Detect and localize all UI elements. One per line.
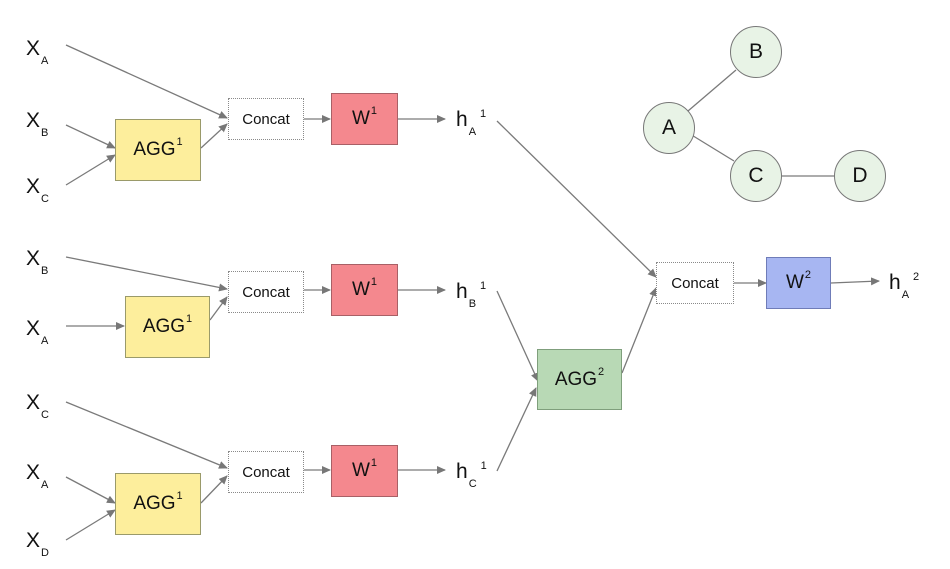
node-label: D (852, 164, 868, 187)
concat-box-r2: Concat (228, 271, 304, 313)
input-base: X (26, 247, 41, 270)
agg2-label: AGG (554, 368, 598, 390)
output2-base: h (889, 271, 901, 294)
input-base: X (26, 317, 41, 340)
output-base: h (456, 280, 468, 303)
input-x-a-r1: XA (26, 37, 48, 67)
input-sub: B (41, 127, 49, 139)
w-superscript: 1 (370, 457, 378, 469)
graph-node-d: D (834, 150, 886, 202)
arrow-ha1-concat2 (496, 120, 657, 278)
arrow-xc-agg-r1 (65, 154, 116, 186)
w-superscript: 1 (370, 276, 378, 288)
output-sub: A (468, 126, 477, 138)
concat-label: Concat (242, 463, 290, 481)
concat-box-r1: Concat (228, 98, 304, 140)
w-label: W (351, 279, 370, 300)
arrow-w2-h2 (830, 277, 880, 286)
input-base: X (26, 109, 41, 132)
graph-node-a: A (643, 102, 695, 154)
input-sub: C (41, 193, 49, 205)
output-sup: 1 (480, 280, 487, 292)
output-base: h (456, 108, 468, 131)
input-x-b-r2: XB (26, 247, 48, 277)
input-x-a-r2: XA (26, 317, 48, 347)
w-label: W (351, 108, 370, 129)
output2-sub: A (901, 289, 910, 301)
input-sub: A (41, 335, 49, 347)
output-base: h (456, 460, 468, 483)
arrow-xd-agg-r3 (65, 509, 116, 541)
agg2-superscript: 2 (598, 365, 605, 378)
arrow-agg2-concat2 (621, 287, 657, 374)
input-x-c-r1: XC (26, 175, 49, 205)
arrow-agg-concat-r1 (200, 123, 228, 149)
agg-superscript: 1 (176, 490, 183, 502)
agg-superscript: 1 (186, 313, 193, 325)
arrow-hc1-agg2 (496, 387, 537, 472)
agg-label: AGG (133, 493, 176, 514)
concat-label: Concat (242, 110, 290, 128)
w2-superscript: 2 (804, 269, 812, 281)
node-label: B (748, 40, 763, 63)
input-base: X (26, 37, 41, 60)
graph-edge-a-b (687, 69, 737, 112)
node-label: A (661, 116, 676, 139)
input-sub: C (41, 409, 49, 421)
input-base: X (26, 391, 41, 414)
output-h-a-1: hA1 (456, 108, 487, 138)
w-superscript: 1 (370, 105, 378, 117)
arrow-xc-concat-r3 (65, 401, 228, 469)
input-base: X (26, 175, 41, 198)
arrow-xa-concat-r1 (65, 44, 228, 119)
input-sub: A (41, 55, 49, 67)
concat2-label: Concat (671, 274, 719, 292)
concat-box-r3: Concat (228, 451, 304, 493)
arrow-xb-concat-r2 (65, 256, 228, 292)
w-label: W (351, 460, 370, 481)
graph-edge-a-c (689, 133, 735, 162)
arrow-xb-agg-r1 (65, 124, 116, 149)
arrow-agg-concat-r2 (209, 296, 228, 321)
output2-sup: 2 (913, 271, 920, 283)
input-sub: B (41, 265, 49, 277)
w2-label: W (785, 272, 804, 293)
output-sup: 1 (480, 108, 487, 120)
output-h-c-1: hC1 (456, 460, 487, 490)
output-h-b-1: hB1 (456, 280, 487, 310)
input-sub: D (41, 547, 49, 559)
agg-superscript: 1 (176, 136, 183, 148)
output-sup: 1 (480, 460, 487, 472)
graph-node-b: B (730, 26, 782, 78)
output-sub: B (468, 298, 477, 310)
concat-label: Concat (242, 283, 290, 301)
input-x-b-r1: XB (26, 109, 48, 139)
output-h-a-2: hA2 (889, 271, 920, 301)
agg-label: AGG (133, 139, 176, 160)
input-x-d-r3: XD (26, 529, 49, 559)
arrow-xa-agg-r3 (65, 476, 116, 504)
input-base: X (26, 461, 41, 484)
input-x-c-r3: XC (26, 391, 49, 421)
input-base: X (26, 529, 41, 552)
concat-box-layer2: Concat (656, 262, 734, 304)
agg-label: AGG (142, 316, 186, 337)
arrow-hb1-agg2 (496, 290, 539, 382)
node-label: C (748, 164, 764, 187)
arrow-agg-concat-r3 (200, 475, 228, 504)
graph-node-c: C (730, 150, 782, 202)
input-sub: A (41, 479, 49, 491)
input-x-a-r3: XA (26, 461, 48, 491)
output-sub: C (468, 478, 477, 490)
